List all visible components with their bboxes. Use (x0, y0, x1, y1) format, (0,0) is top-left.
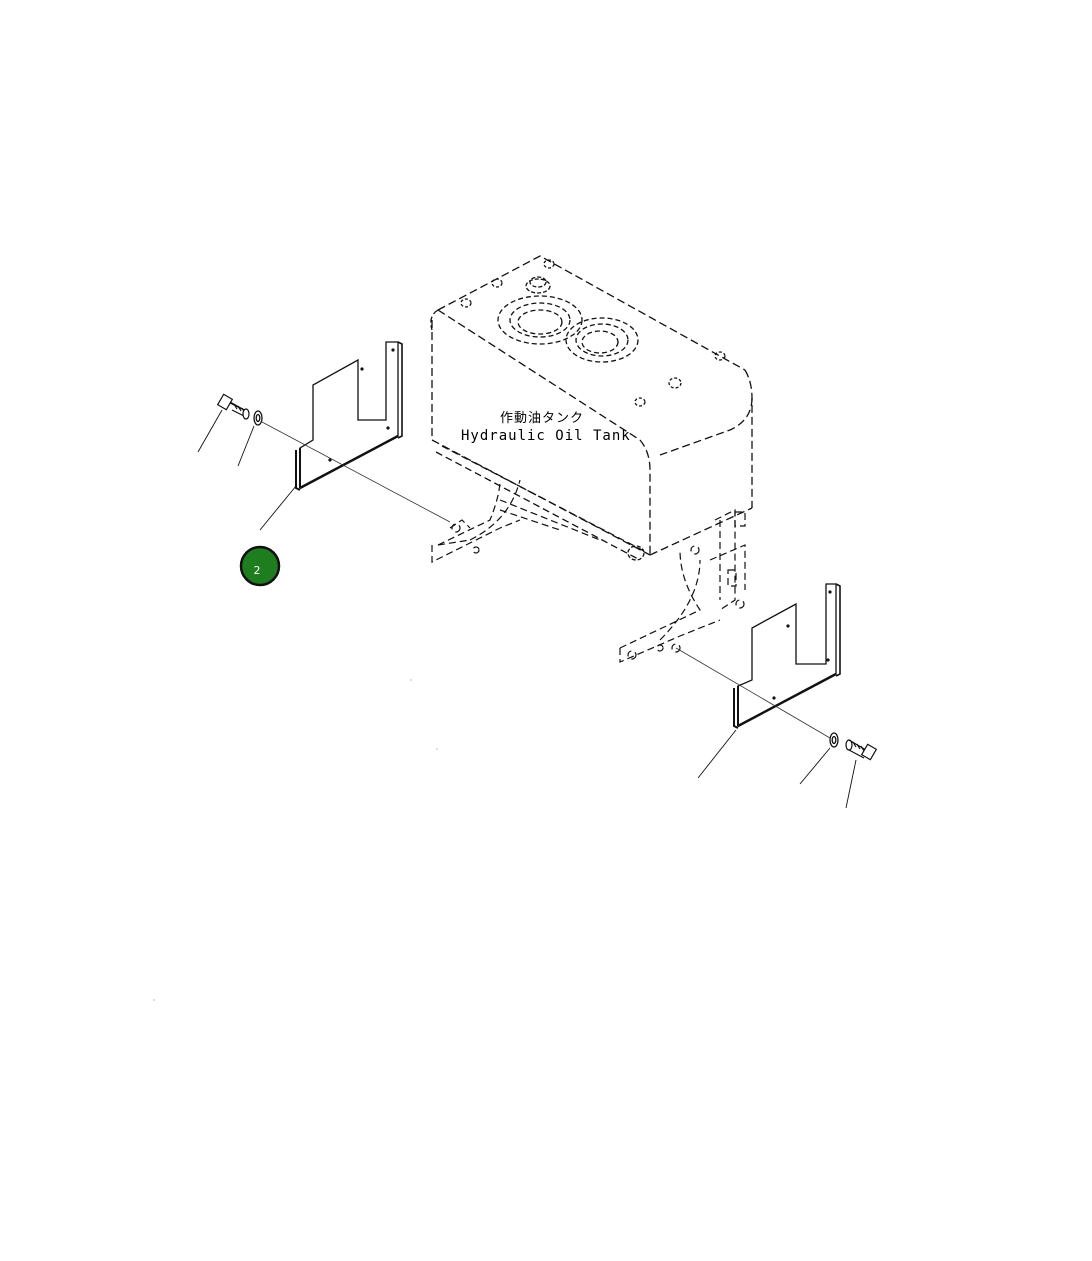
tank-port-left (497, 295, 583, 345)
callout-2[interactable]: 2 (239, 545, 281, 587)
callout-2-circle[interactable] (239, 545, 281, 587)
cover-plate-right[interactable] (733, 583, 841, 729)
tank-label-english: Hydraulic Oil Tank (461, 428, 631, 444)
mounting-frame (431, 479, 746, 663)
callout-2-number: 2 (254, 564, 261, 577)
leader-lines-left (197, 409, 297, 531)
cover-plate-left[interactable] (295, 341, 403, 491)
washer-right[interactable] (829, 732, 839, 748)
bolt-right[interactable] (845, 739, 878, 761)
tank-bosses (460, 259, 726, 407)
hydraulic-oil-tank (430, 255, 753, 561)
leader-lines-right (697, 729, 857, 809)
tank-cap (525, 276, 551, 294)
assembly-line-left (261, 421, 451, 523)
tank-label-japanese: 作動油タンク (500, 411, 584, 426)
bolt-left[interactable] (216, 393, 250, 420)
washer-left[interactable] (253, 410, 263, 426)
tank-port-right (565, 317, 639, 363)
scan-specks (153, 679, 438, 1001)
assembly-line-right (675, 647, 831, 739)
